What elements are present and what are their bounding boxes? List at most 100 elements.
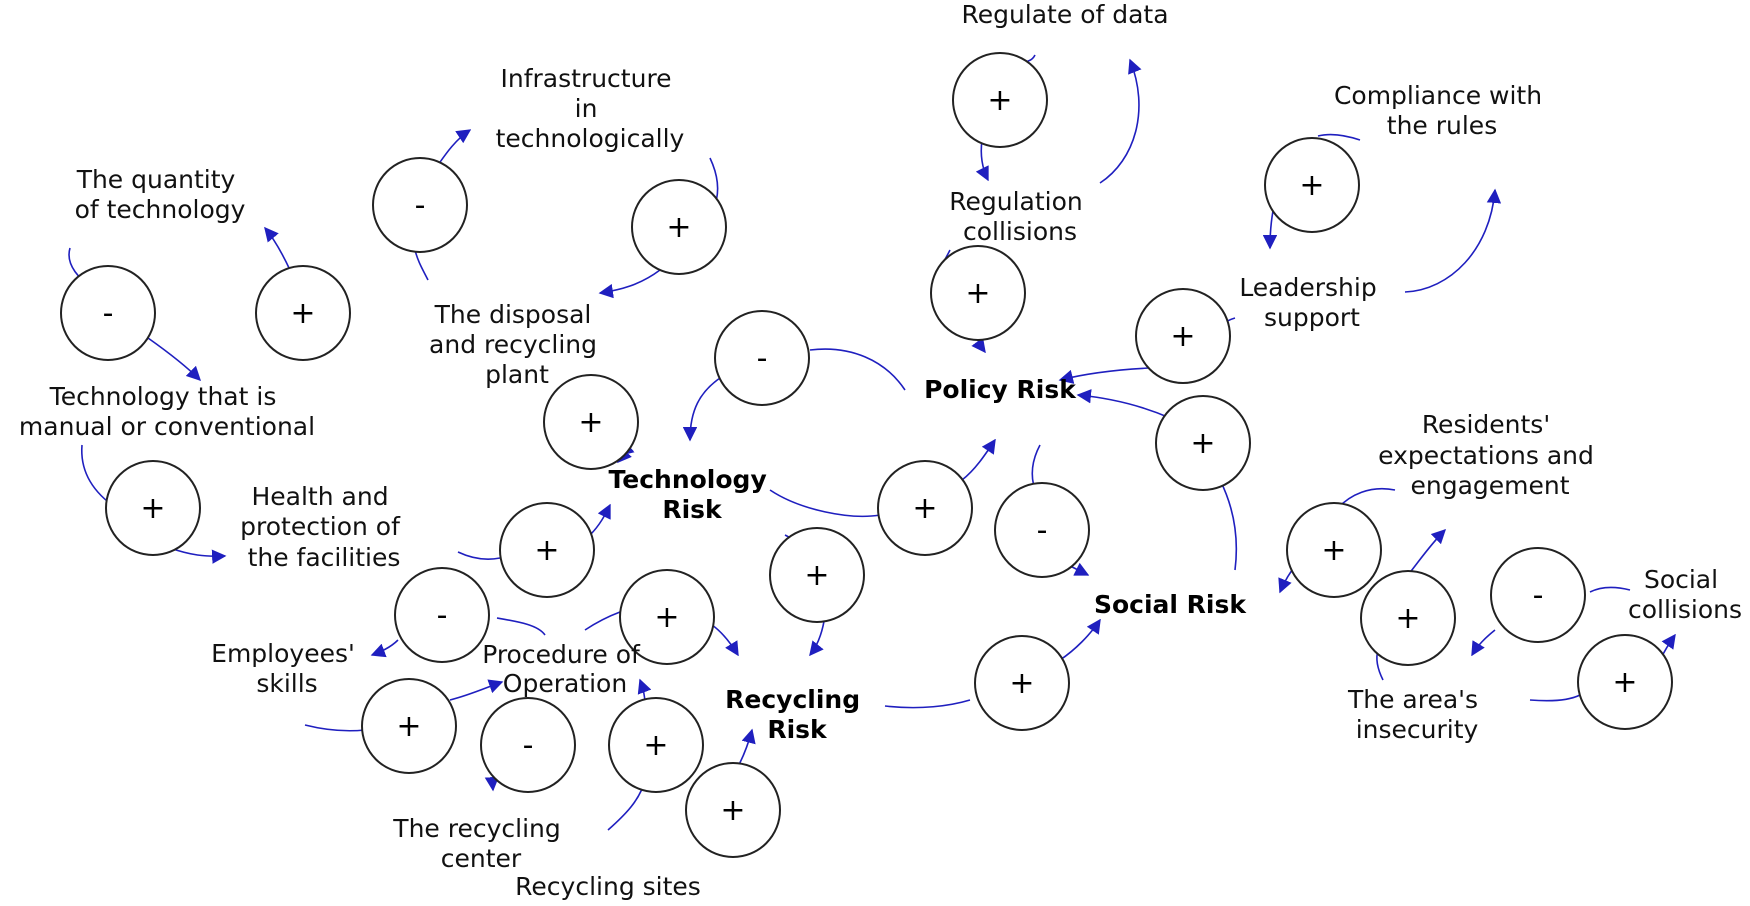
loop-minus-employees: - (394, 567, 490, 663)
svg-text:+: + (965, 276, 990, 311)
svg-text:+: + (578, 405, 603, 440)
loop-minus-policy-tech: - (714, 310, 810, 406)
link-compliance-plus (1317, 133, 1361, 141)
loop-plus-tech-policy: + (877, 460, 973, 556)
svg-text:+: + (666, 210, 691, 245)
loop-plus-procedure-center: + (608, 697, 704, 793)
factor-procedure-operation: Procedure of Operation (482, 640, 648, 698)
link-procedure-plus (584, 611, 621, 631)
link-plus-to-tech (589, 503, 611, 536)
factor-leadership-support: Leadership support (1239, 273, 1384, 332)
loop-plus-recycling-social: + (974, 635, 1070, 731)
link-plus-to-social (1059, 618, 1101, 661)
factor-social-collisions: Social collisions (1628, 565, 1742, 624)
link-plus-to-quantity (264, 226, 291, 271)
svg-text:+: + (912, 491, 937, 526)
loop-plus-social-policy: + (1155, 395, 1251, 491)
factor-disposal-plant: The disposal and recycling plant (429, 300, 605, 389)
link-socialcoll-minus (1589, 586, 1631, 593)
factor-area-insecurity: The area's insecurity (1347, 685, 1486, 744)
svg-text:-: - (103, 296, 114, 331)
risk-nodes: Technology Risk Policy Risk Social Risk … (609, 375, 1248, 744)
svg-text:+: + (643, 728, 668, 763)
factor-recycling-center: The recycling center (392, 814, 568, 873)
svg-text:+: + (1612, 665, 1637, 700)
svg-text:-: - (1037, 513, 1048, 548)
loop-plus-regcoll: + (930, 245, 1026, 341)
svg-text:+: + (1170, 319, 1195, 354)
loop-plus-health: + (499, 502, 595, 598)
link-recycling-plus (884, 699, 971, 709)
link-regcoll-to-regdata (1099, 58, 1142, 184)
link-policy-minus (809, 348, 906, 391)
link-disposal-minus (414, 249, 429, 281)
svg-text:+: + (804, 558, 829, 593)
link-minus-to-insecurity (1471, 629, 1496, 657)
factor-regulation-collisions: Regulation collisions (949, 187, 1090, 246)
recycling-risk-label: Recycling Risk (725, 685, 869, 744)
loop-plus-compliance: + (1264, 137, 1360, 233)
link-employees-minus (496, 617, 546, 636)
loop-plus-insecurity: + (1360, 570, 1456, 666)
factor-manual-technology: Technology that is manual or conventiona… (19, 382, 315, 441)
loop-minus-center: - (480, 697, 576, 793)
factor-labels: The quantity of technology Infrastructur… (19, 0, 1742, 901)
svg-text:-: - (757, 341, 768, 376)
loop-plus-tech-recycling: + (769, 527, 865, 623)
svg-text:-: - (437, 598, 448, 633)
svg-text:+: + (1299, 168, 1324, 203)
link-tech-plus (769, 489, 881, 518)
link-insecurity-plus-2 (1529, 694, 1581, 702)
factor-recycling-sites: Recycling sites (515, 872, 701, 901)
svg-text:+: + (140, 491, 165, 526)
link-health-plus (457, 551, 501, 560)
loop-plus-sites: + (685, 762, 781, 858)
loop-plus-social-collisions: + (1577, 634, 1673, 730)
loop-plus-quantity: + (255, 265, 351, 361)
svg-text:+: + (987, 83, 1012, 118)
loop-plus-regdata: + (952, 52, 1048, 148)
link-minus-to-employees (370, 639, 399, 658)
loop-plus-manual: + (105, 460, 201, 556)
link-plus-to-recycling (711, 624, 739, 657)
loop-minus-social-collisions: - (1490, 547, 1586, 643)
link-minus-to-manual (147, 337, 202, 382)
loop-plus-leader: + (1135, 288, 1231, 384)
loop-plus-residents: + (1286, 502, 1382, 598)
policy-risk-label: Policy Risk (924, 375, 1077, 404)
svg-text:-: - (415, 188, 426, 223)
svg-text:+: + (534, 533, 559, 568)
svg-text:-: - (1533, 578, 1544, 613)
svg-text:+: + (1190, 426, 1215, 461)
svg-text:+: + (1321, 533, 1346, 568)
loop-minus-quantity: - (60, 265, 156, 361)
link-plus-to-policy (961, 438, 996, 481)
loop-plus-disposal: + (543, 374, 639, 470)
link-plus-to-disposal (598, 269, 661, 299)
svg-text:-: - (523, 728, 534, 763)
factor-residents-expectations: Residents' expectations and engagement (1378, 410, 1602, 500)
svg-text:+: + (1009, 666, 1034, 701)
factor-regulate-data: Regulate of data (961, 0, 1168, 29)
social-risk-label: Social Risk (1094, 590, 1247, 619)
loop-markers: - + - + + + + + - + - + - + + + + + + + … (60, 52, 1673, 858)
link-minus-to-tech (682, 377, 721, 442)
loop-minus-policy-social: - (994, 482, 1090, 578)
link-plus-to-health (169, 547, 227, 564)
factor-compliance-rules: Compliance with the rules (1334, 81, 1550, 140)
link-plus-to-procedure (449, 679, 504, 701)
svg-text:+: + (654, 600, 679, 635)
factor-employees-skills: Employees' skills (211, 639, 363, 698)
link-social-plus (1219, 479, 1238, 571)
svg-text:+: + (396, 709, 421, 744)
factor-infrastructure: Infrastructure in technologically (496, 64, 685, 153)
link-plus-to-policy-4 (1076, 389, 1171, 419)
loop-plus-employees-procedure: + (361, 678, 457, 774)
svg-text:+: + (290, 296, 315, 331)
link-employees-to-plus (304, 724, 366, 732)
loop-plus-infra: + (631, 179, 727, 275)
factor-health-protection: Health and protection of the facilities (240, 482, 408, 572)
link-infra-minus (437, 129, 472, 166)
svg-text:+: + (720, 793, 745, 828)
